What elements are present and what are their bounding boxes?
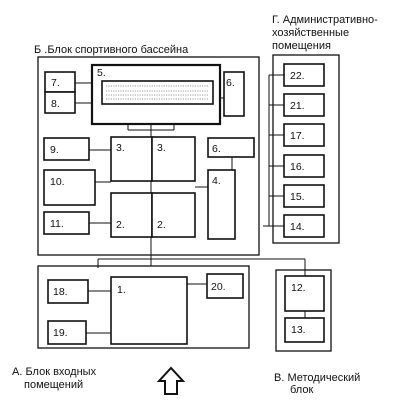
room-2-right — [151, 192, 196, 238]
block-v-title-line2: блок — [290, 384, 313, 396]
room-21 — [283, 93, 325, 117]
pool-basin — [101, 80, 214, 105]
room-18-label: 18. — [53, 286, 68, 298]
room-12 — [284, 275, 325, 312]
room-8-label: 8. — [51, 98, 60, 110]
room-2-left-label: 2. — [116, 219, 125, 231]
room-21-label: 21. — [290, 100, 305, 112]
room-9 — [43, 137, 90, 161]
room-2-left — [110, 192, 153, 238]
room-19 — [47, 320, 87, 345]
block-v-outline — [275, 269, 332, 352]
block-b-title: Б .Блок спортивного бассейна — [34, 44, 189, 56]
connector-lines — [75, 74, 306, 334]
room-14-label: 14. — [290, 221, 305, 233]
room-7-label: 7. — [51, 77, 60, 89]
room-3-left-label: 3. — [116, 142, 125, 154]
room-18 — [47, 279, 89, 304]
room-13 — [284, 317, 325, 343]
room-3-right-label: 3. — [157, 142, 166, 154]
room-6-lower — [207, 137, 255, 158]
block-g-title-line2: хозяйственные — [272, 27, 349, 39]
room-17-label: 17. — [290, 130, 305, 142]
room-5-label: 5. — [97, 67, 106, 79]
room-6-upper — [223, 71, 245, 117]
room-4 — [207, 169, 236, 240]
room-13-label: 13. — [291, 324, 306, 336]
room-7 — [44, 71, 76, 93]
room-14 — [283, 214, 325, 238]
block-g-title-line1: Г. Административно- — [272, 14, 378, 26]
room-1-label: 1. — [117, 284, 126, 296]
room-1 — [110, 276, 188, 345]
room-22-label: 22. — [290, 70, 305, 82]
room-16 — [283, 154, 325, 178]
room-19-label: 19. — [53, 327, 68, 339]
block-v-title-line1: В. Методический — [274, 372, 360, 384]
block-g-outline — [272, 54, 340, 244]
entrance-arrow-icon — [156, 366, 186, 395]
pool-lane-hatching — [106, 85, 209, 100]
block-g-title-line3: помещения — [272, 40, 331, 52]
room-12-label: 12. — [291, 282, 306, 294]
room-11 — [43, 211, 90, 235]
room-15 — [283, 184, 325, 208]
room-6-upper-label: 6. — [226, 77, 235, 89]
room-16-label: 16. — [290, 161, 305, 173]
room-15-label: 15. — [290, 191, 305, 203]
room-4-label: 4. — [212, 175, 221, 187]
block-b-outline — [37, 56, 260, 256]
room-2-right-label: 2. — [157, 219, 166, 231]
room-20-label: 20. — [211, 281, 226, 293]
room-10-label: 10. — [50, 176, 65, 188]
block-a-title-line1: А. Блок входных — [12, 366, 97, 378]
room-8 — [44, 91, 76, 114]
room-6-lower-label: 6. — [212, 143, 221, 155]
room-10 — [43, 169, 96, 206]
block-a-title-line2: помещений — [24, 379, 83, 391]
room-20 — [206, 273, 244, 299]
block-a-outline — [37, 265, 250, 349]
room-11-label: 11. — [50, 218, 64, 230]
room-3-right — [151, 136, 196, 182]
room-22 — [283, 63, 325, 87]
room-9-label: 9. — [50, 144, 59, 156]
room-17 — [283, 123, 325, 147]
